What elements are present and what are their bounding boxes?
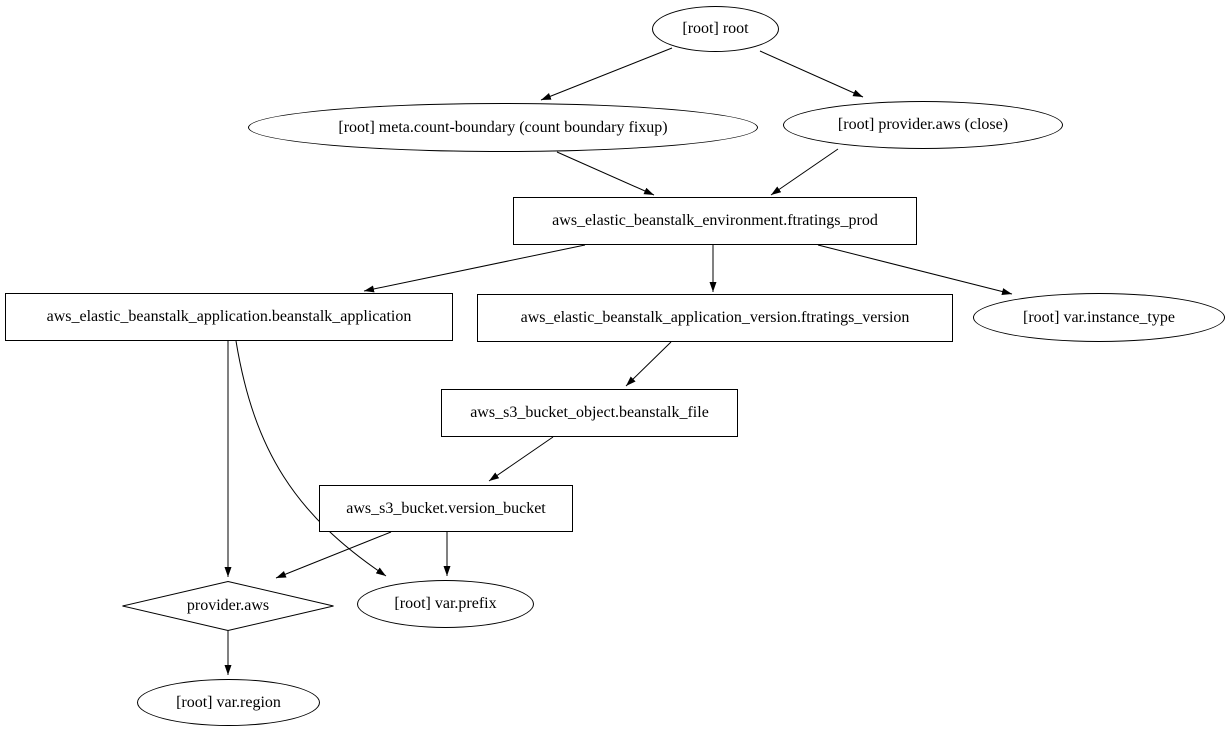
node-var-region: [root] var.region — [137, 679, 320, 726]
node-var-region-label: [root] var.region — [176, 693, 281, 711]
node-s3-bucket-object: aws_s3_bucket_object.beanstalk_file — [441, 389, 738, 437]
node-beanstalk-application: aws_elastic_beanstalk_application.beanst… — [5, 293, 453, 341]
node-s3-bucket: aws_s3_bucket.version_bucket — [319, 485, 573, 532]
node-var-prefix: [root] var.prefix — [357, 580, 534, 628]
node-meta-count-boundary-label: [root] meta.count-boundary (count bounda… — [338, 118, 668, 136]
node-s3-bucket-label: aws_s3_bucket.version_bucket — [346, 499, 546, 517]
node-root: [root] root — [652, 6, 779, 52]
node-provider-aws-label: provider.aws — [186, 597, 270, 614]
node-var-prefix-label: [root] var.prefix — [394, 595, 497, 612]
edge-s3-bucket-object-to-s3-bucket — [488, 436, 554, 482]
node-provider-aws-close-label: [root] provider.aws (close) — [837, 116, 1009, 133]
edge-provider-aws-close-to-environment — [770, 148, 839, 196]
node-var-instance-type-label: [root] var.instance_type — [1023, 308, 1175, 326]
edge-meta-count-boundary-to-environment — [556, 151, 655, 196]
edge-application-to-var-prefix — [235, 340, 387, 577]
node-beanstalk-environment-label: aws_elastic_beanstalk_environment.ftrati… — [552, 212, 878, 229]
node-provider-aws: provider.aws — [122, 581, 334, 631]
node-beanstalk-application-label: aws_elastic_beanstalk_application.beanst… — [46, 308, 412, 325]
diamond-shape — [122, 581, 334, 631]
edge-environment-to-application — [363, 244, 586, 293]
node-var-instance-type: [root] var.instance_type — [973, 293, 1225, 342]
edge-s3-bucket-to-provider-aws — [275, 531, 392, 579]
edge-environment-to-var-instance-type — [817, 244, 1013, 295]
node-s3-bucket-object-label: aws_s3_bucket_object.beanstalk_file — [470, 404, 709, 421]
edge-root-to-provider-aws-close — [759, 50, 864, 98]
node-root-label: [root] root — [682, 20, 749, 37]
edge-root-to-meta-count-boundary — [540, 47, 673, 101]
node-beanstalk-application-version-label: aws_elastic_beanstalk_application_versio… — [520, 309, 910, 326]
node-provider-aws-close: [root] provider.aws (close) — [783, 101, 1063, 149]
edge-application-version-to-s3-bucket-object — [625, 341, 672, 387]
node-beanstalk-environment: aws_elastic_beanstalk_environment.ftrati… — [513, 197, 917, 245]
node-meta-count-boundary: [root] meta.count-boundary (count bounda… — [248, 103, 758, 152]
node-beanstalk-application-version: aws_elastic_beanstalk_application_versio… — [477, 294, 953, 342]
